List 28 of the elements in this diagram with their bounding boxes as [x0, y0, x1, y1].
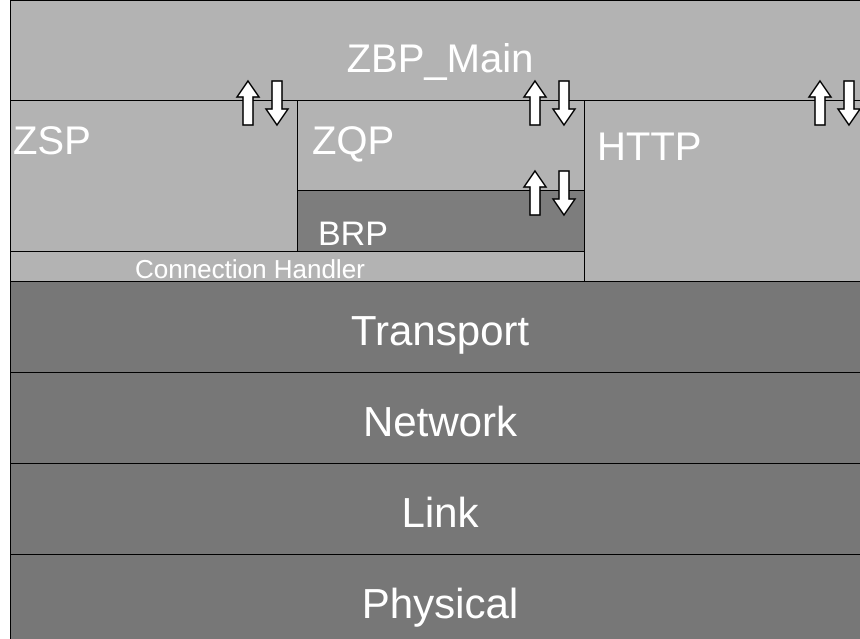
- arrow: [236, 80, 260, 126]
- layer-label: ZQP: [312, 121, 394, 161]
- layer-box: [10, 0, 860, 101]
- layer-box: [297, 190, 585, 252]
- layer-box: [10, 100, 298, 252]
- arrow: [808, 80, 832, 126]
- layer-box: [584, 100, 860, 282]
- layer-box: [297, 100, 585, 191]
- layer-label: Network: [362, 401, 518, 443]
- layer-label: Transport: [350, 310, 530, 352]
- arrow: [552, 80, 576, 126]
- layer-label: Physical: [360, 583, 520, 625]
- layer-label: ZSP: [13, 121, 91, 161]
- layer-box: [10, 463, 860, 555]
- layer-label: Link: [400, 492, 480, 534]
- arrow: [264, 80, 290, 126]
- layer-box: [10, 372, 860, 464]
- layer-label: BRP: [318, 217, 388, 251]
- arrow: [552, 170, 576, 216]
- arrow: [522, 80, 548, 126]
- layer-label: Connection Handler: [135, 256, 365, 282]
- layer-label: HTTP: [597, 127, 702, 167]
- arrow: [522, 170, 548, 216]
- layer-box: [10, 281, 860, 373]
- layer-box: [10, 251, 585, 282]
- arrow: [836, 80, 860, 126]
- layer-box: [10, 554, 860, 639]
- layer-label: ZBP_Main: [346, 39, 534, 79]
